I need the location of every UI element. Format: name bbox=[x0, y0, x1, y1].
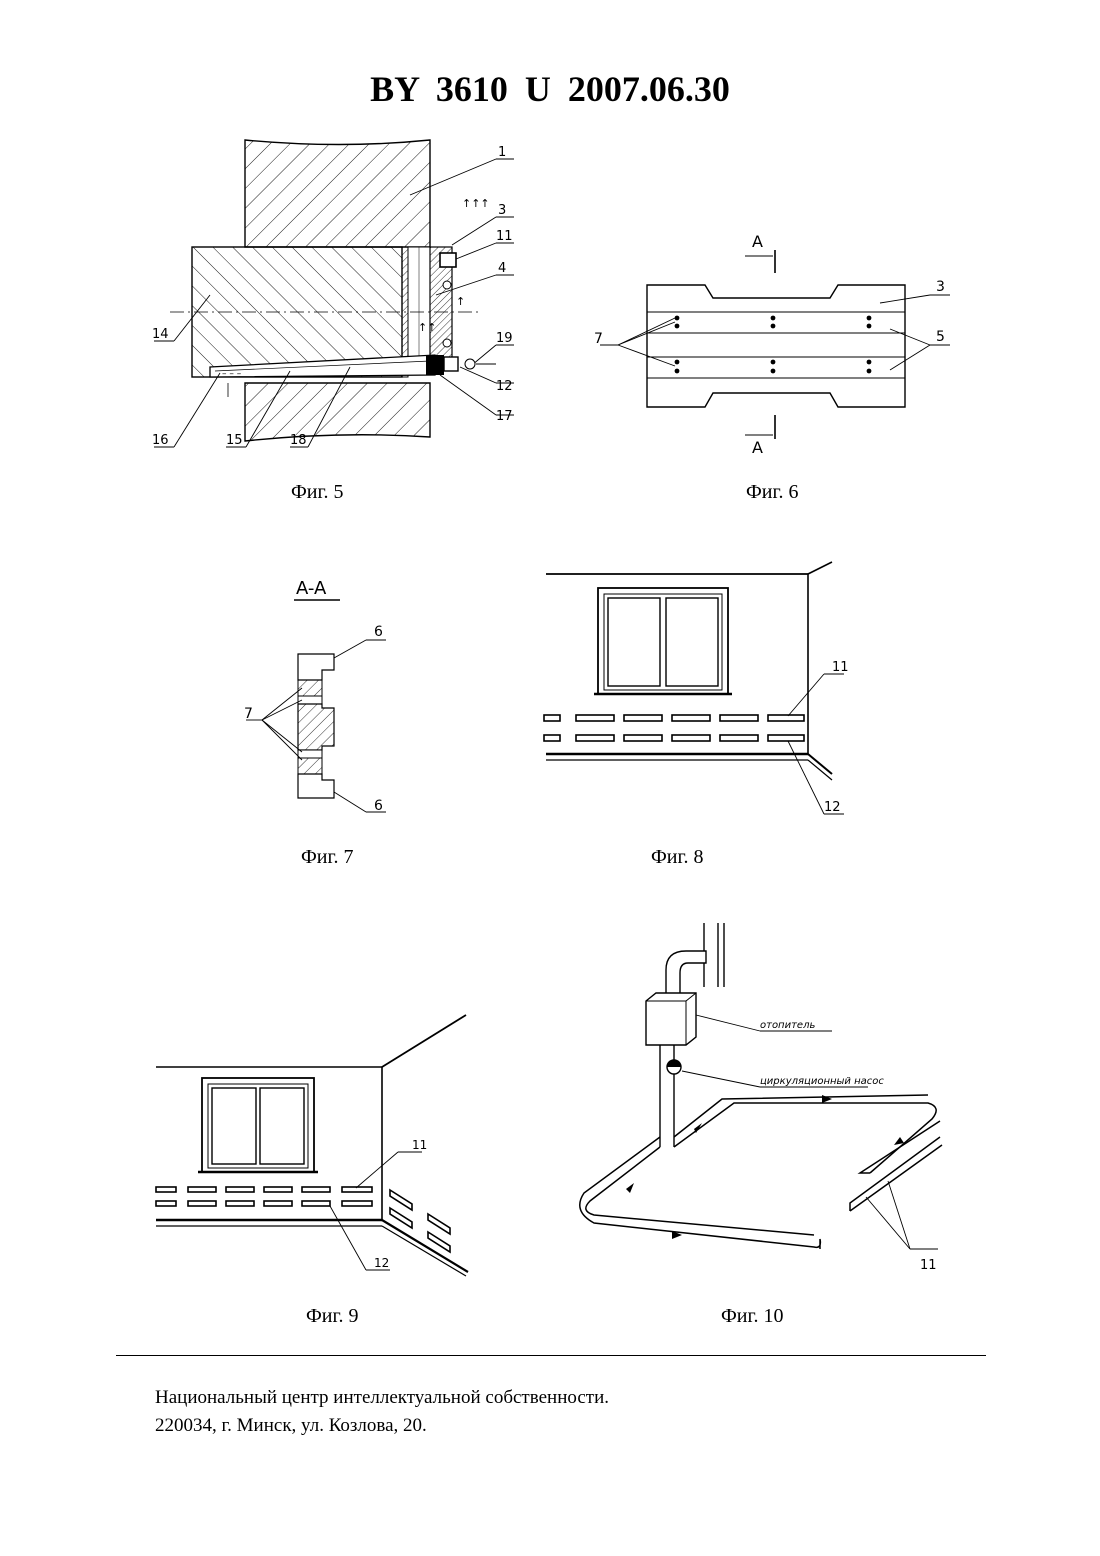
fig10-ref: 11 bbox=[920, 1258, 937, 1273]
patent-header-title: BY 3610 U 2007.06.30 bbox=[0, 68, 1100, 110]
figure-10-drawing: отопитель циркуляционный насос 11 bbox=[570, 915, 960, 1285]
fig5-ref: 14 bbox=[152, 327, 169, 342]
fig10-heater-label: отопитель bbox=[760, 1020, 815, 1031]
fig5-ref: 11 bbox=[496, 229, 513, 244]
fig5-ref: 19 bbox=[496, 331, 513, 346]
footer-publisher: Национальный центр интеллектуальной собс… bbox=[155, 1384, 609, 1440]
svg-text:↑↑: ↑↑ bbox=[418, 321, 436, 334]
fig9-ref: 12 bbox=[374, 1256, 389, 1270]
svg-text:– – –: – – – bbox=[222, 369, 242, 379]
fig9-ref: 11 bbox=[412, 1138, 427, 1152]
footer-line-1: Национальный центр интеллектуальной собс… bbox=[155, 1384, 609, 1412]
fig8-ref: 11 bbox=[832, 660, 849, 675]
figure-8-caption: Фиг. 8 bbox=[651, 846, 703, 869]
figure-6-caption: Фиг. 6 bbox=[746, 481, 798, 504]
fig5-ref: 4 bbox=[498, 261, 506, 276]
fig5-ref: 17 bbox=[496, 409, 513, 424]
fig6-ref: 3 bbox=[936, 279, 945, 295]
figure-9-caption: Фиг. 9 bbox=[306, 1305, 358, 1328]
fig6-section-mark: A bbox=[752, 232, 763, 251]
figure-9-drawing: 11 12 bbox=[150, 1010, 480, 1290]
figure-5-caption: Фиг. 5 bbox=[291, 481, 343, 504]
fig7-ref: 7 bbox=[244, 706, 253, 722]
figure-10-caption: Фиг. 10 bbox=[721, 1305, 783, 1328]
fig5-ref: 3 bbox=[498, 203, 506, 218]
figure-6-drawing: A A 3 5 7 bbox=[580, 225, 960, 465]
fig7-section-title: A-A bbox=[296, 578, 327, 599]
svg-text:↑↑↑: ↑↑↑ bbox=[462, 197, 490, 210]
fig6-ref: 7 bbox=[594, 331, 603, 347]
fig6-ref: 5 bbox=[936, 329, 945, 345]
fig5-ref: 16 bbox=[152, 433, 169, 448]
footer-line-2: 220034, г. Минск, ул. Козлова, 20. bbox=[155, 1412, 609, 1440]
fig10-pump-label: циркуляционный насос bbox=[760, 1076, 884, 1087]
footer-divider bbox=[116, 1355, 986, 1356]
fig5-ref: 18 bbox=[290, 433, 307, 448]
fig6-section-mark: A bbox=[752, 438, 763, 457]
fig7-ref: 6 bbox=[374, 624, 383, 640]
fig5-ref: 12 bbox=[496, 379, 513, 394]
figure-7-caption: Фиг. 7 bbox=[301, 846, 353, 869]
fig7-ref: 6 bbox=[374, 798, 383, 814]
fig5-ref: 15 bbox=[226, 433, 243, 448]
fig8-ref: 12 bbox=[824, 800, 841, 815]
fig5-ref: 1 bbox=[498, 145, 506, 160]
figure-8-drawing: 11 12 bbox=[540, 558, 870, 828]
svg-text:↑: ↑ bbox=[456, 295, 465, 308]
figure-5-drawing: ↑↑↑ ↑ ↑↑ – – – 1 3 11 4 19 12 17 14 16 1… bbox=[140, 135, 520, 465]
figure-7-drawing: A-A 6 7 6 bbox=[236, 570, 406, 820]
